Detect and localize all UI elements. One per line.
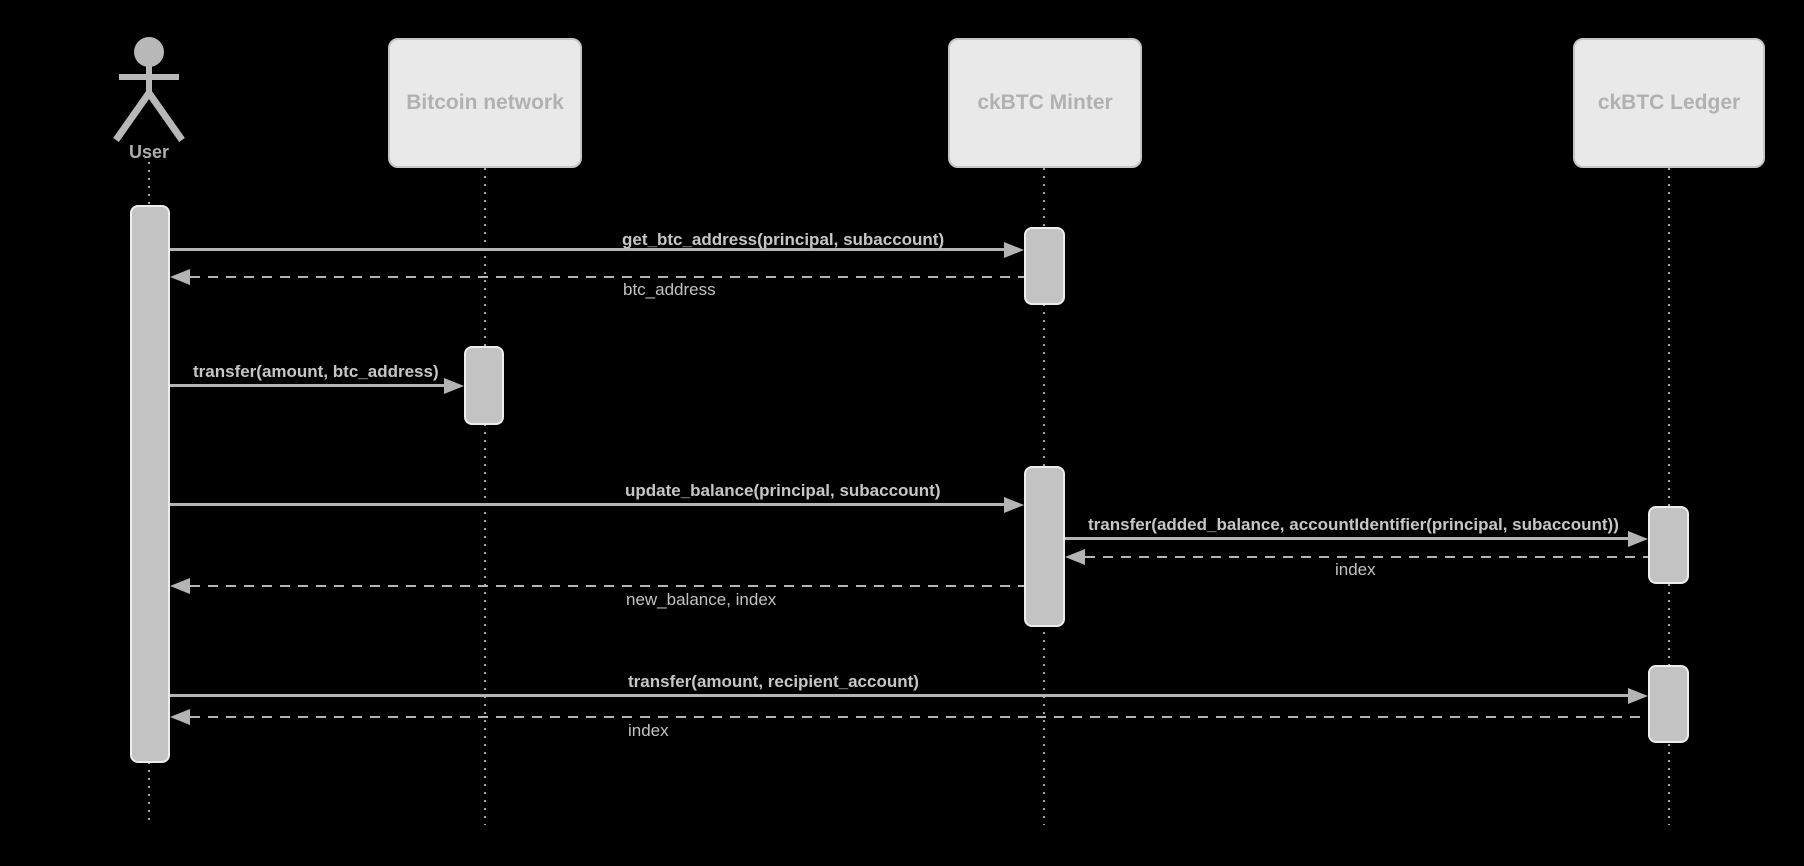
participant-ckbtc-ledger: ckBTC Ledger — [1573, 38, 1765, 168]
message-line — [170, 384, 444, 387]
arrowhead-icon — [170, 578, 190, 594]
activation-ckbtc-minter-1 — [1024, 227, 1065, 305]
message-label: index — [1335, 560, 1376, 579]
lifeline-ckbtc-ledger — [1668, 168, 1670, 825]
arrowhead-icon — [1065, 549, 1085, 565]
message-label: btc_address — [623, 280, 716, 299]
participant-title: ckBTC Ledger — [1597, 91, 1741, 114]
message-line — [190, 585, 1024, 587]
message-label: transfer(amount, btc_address) — [193, 362, 439, 381]
message-line — [170, 503, 1004, 506]
activation-ckbtc-ledger-1 — [1648, 506, 1689, 584]
message-label: transfer(added_balance, accountIdentifie… — [1088, 515, 1619, 534]
participant-title: Bitcoin network — [406, 91, 564, 114]
message-label: new_balance, index — [626, 590, 777, 609]
message-label: transfer(amount, recipient_account) — [628, 672, 919, 691]
message-line — [190, 276, 1024, 278]
participant-title: ckBTC Minter — [977, 91, 1113, 114]
arrowhead-icon — [1628, 688, 1648, 704]
message-label: get_btc_address(principal, subaccount) — [622, 230, 945, 249]
message-line — [190, 716, 1648, 718]
arrowhead-icon — [1004, 242, 1024, 258]
participant-ckbtc-minter: ckBTC Minter — [948, 38, 1142, 168]
arrowhead-icon — [1628, 531, 1648, 547]
actor-label-user: User — [128, 142, 170, 162]
message-label: index — [628, 721, 669, 740]
arrowhead-icon — [170, 269, 190, 285]
message-line — [1085, 556, 1648, 558]
message-line — [170, 694, 1628, 697]
message-label: update_balance(principal, subaccount) — [625, 481, 941, 500]
lifeline-bitcoin-network — [484, 168, 486, 825]
activation-user — [130, 205, 170, 763]
message-line — [1065, 537, 1628, 540]
user-actor-icon — [113, 37, 185, 143]
activation-ckbtc-minter-2 — [1024, 466, 1065, 627]
arrowhead-icon — [444, 378, 464, 394]
activation-bitcoin-network — [464, 346, 504, 425]
message-line — [170, 248, 1004, 251]
activation-ckbtc-ledger-2 — [1648, 665, 1689, 743]
participant-bitcoin-network: Bitcoin network — [388, 38, 582, 168]
arrowhead-icon — [170, 709, 190, 725]
arrowhead-icon — [1004, 497, 1024, 513]
